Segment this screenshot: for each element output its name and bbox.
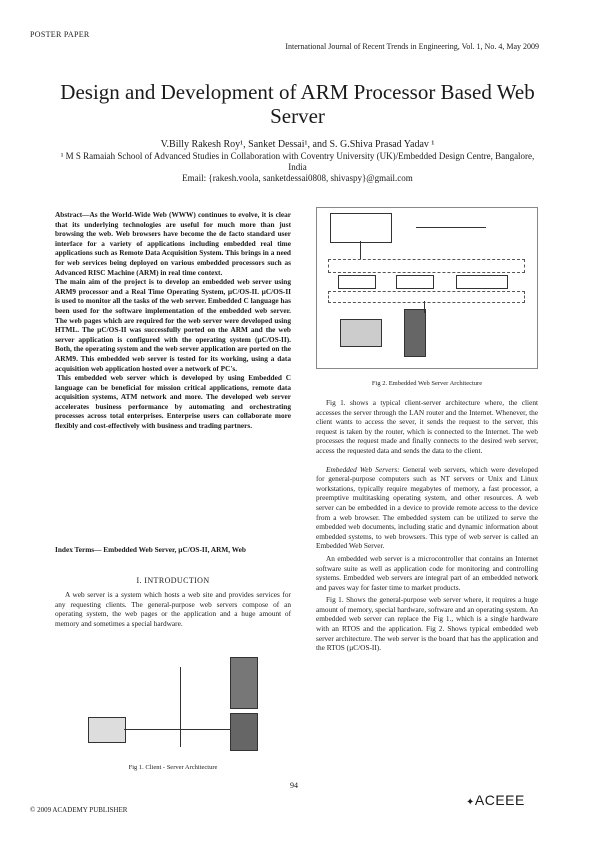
body-paragraph: Fig 1. shows a typical client-server arc… <box>316 398 538 455</box>
stack-block <box>456 275 508 289</box>
board-block <box>330 213 392 243</box>
body-paragraph: An embedded web server is a microcontrol… <box>316 553 538 592</box>
author-email: Email: {rakesh.voola, sanketdessai0808, … <box>182 173 413 183</box>
abstract: Abstract—As the World-Wide Web (WWW) con… <box>55 210 291 431</box>
author-affiliation: ¹ M S Ramaiah School of Advanced Studies… <box>60 151 535 172</box>
server-tower-image <box>230 713 258 751</box>
body-paragraph: A web server is a system which hosts a w… <box>55 590 291 628</box>
right-column-text: Fig 1. shows a typical client-server arc… <box>316 398 538 653</box>
laptop-image <box>340 319 382 347</box>
abstract-paragraph: The main aim of the project is to develo… <box>55 277 291 373</box>
figure-connector <box>180 667 181 747</box>
intro-text: A web server is a system which hosts a w… <box>55 590 291 628</box>
pc-tower-image <box>404 309 426 357</box>
figure-connector <box>180 729 230 730</box>
journal-header: International Journal of Recent Trends i… <box>285 42 539 51</box>
figure-2-caption: Fig 2. Embedded Web Server Architecture <box>371 380 483 387</box>
author-block: V.Billy Rakesh Roy¹, Sanket Dessai¹, and… <box>40 138 555 184</box>
body-paragraph-text: General web servers, which were develope… <box>316 464 538 551</box>
figure-connector <box>360 241 361 259</box>
laptop-image <box>88 717 126 743</box>
figure-connector <box>416 227 486 228</box>
logo-text: ACEEE <box>474 792 525 808</box>
copyright-footer: © 2009 ACADEMY PUBLISHER <box>30 806 128 814</box>
figure-embedded-web-server <box>316 207 538 372</box>
index-terms: Index Terms— Embedded Web Server, µC/OS-… <box>55 545 246 554</box>
author-names: V.Billy Rakesh Roy¹, Sanket Dessai¹, and… <box>160 139 435 150</box>
logo-icon: ✦ <box>466 797 475 808</box>
poster-label: POSTER PAPER <box>30 30 90 39</box>
stack-block <box>338 275 376 289</box>
figure-client-server <box>80 655 280 755</box>
figure-connector <box>424 301 425 313</box>
subsection-title: Embedded Web Servers: <box>326 464 400 474</box>
abstract-paragraph: Abstract—As the World-Wide Web (WWW) con… <box>55 210 291 277</box>
server-tower-image <box>230 657 258 709</box>
paper-title: Design and Development of ARM Processor … <box>60 80 535 128</box>
section-heading: I. INTRODUCTION <box>136 576 210 585</box>
body-paragraph: Fig 1. Shows the general-purpose web ser… <box>316 595 538 653</box>
page-number: 94 <box>290 781 298 790</box>
stack-block <box>396 275 434 289</box>
figure-connector <box>124 729 180 730</box>
network-bus <box>328 291 525 303</box>
body-paragraph: Embedded Web Servers: General web server… <box>316 465 538 551</box>
network-bus <box>328 259 525 273</box>
publisher-logo: ✦ACEEE <box>466 792 525 808</box>
figure-1-caption: Fig 1. Client - Server Architecture <box>128 764 218 771</box>
abstract-paragraph: This embedded web server which is develo… <box>55 373 291 431</box>
